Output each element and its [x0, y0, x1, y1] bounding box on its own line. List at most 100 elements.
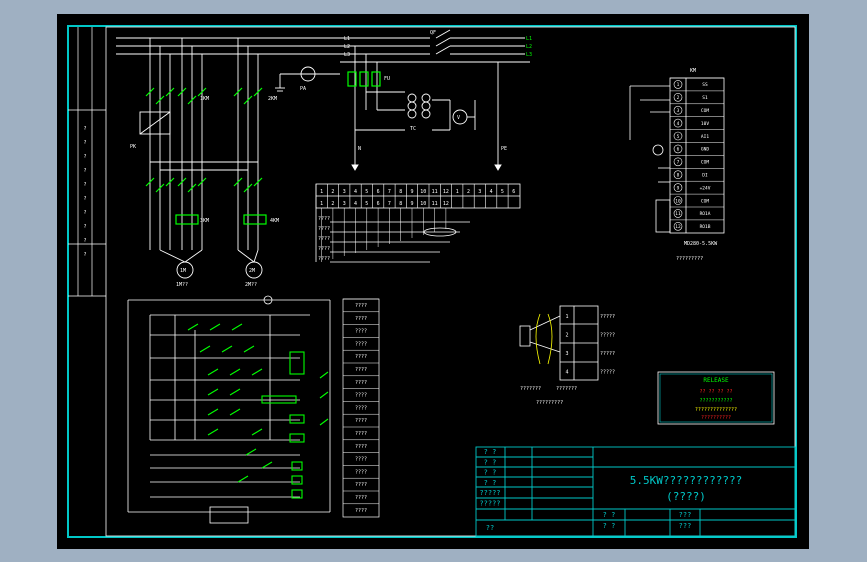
sensor-pin-number: 2: [565, 333, 568, 339]
terminal-bottom-cell: 1: [320, 201, 323, 207]
terminal-top-cell: 1: [456, 189, 459, 195]
margin-mark: ?: [83, 140, 86, 146]
release-line-2: ???????????: [699, 398, 732, 404]
terminal-top-cell: 10: [420, 189, 426, 195]
margin-mark: ?: [83, 168, 86, 174]
inverter-pin-name: DI: [702, 173, 708, 179]
power-circuit: [116, 29, 530, 279]
inverter-caption: ?????????: [676, 256, 703, 262]
sensor-pin-number: 4: [565, 370, 568, 376]
inverter-pin-number: 4: [677, 121, 680, 127]
km4-label: 4KM: [270, 218, 279, 224]
inverter-pin-name: RO1A: [700, 211, 711, 217]
control-list: ????????????????????????????????????????…: [343, 298, 379, 514]
title-left-cell: ?????: [479, 500, 500, 508]
left-margin-strip: [68, 27, 106, 297]
terminal-row-label: ????: [318, 256, 330, 262]
margin-mark: ?: [83, 224, 86, 230]
drawing-inner-border: [105, 26, 796, 537]
pk-label: PK: [130, 144, 136, 150]
margin-mark: ?: [83, 238, 86, 244]
terminal-row-label: ????: [318, 246, 330, 252]
sensor-caption-1: ???????: [520, 386, 541, 392]
margin-mark: ?: [83, 126, 86, 132]
release-line-1: ?? ?? ?? ??: [699, 389, 732, 395]
phase-label-2: L2: [344, 44, 350, 50]
inverter-pin-number: 3: [677, 108, 680, 114]
control-list-item: ????: [355, 457, 367, 463]
motor1-symbol: 1M: [180, 268, 186, 274]
motor2-caption: 2M??: [245, 282, 257, 288]
inverter-pin-name: 10V: [701, 121, 709, 127]
release-line-4: ??????????: [701, 415, 731, 421]
terminal-top-cell: 5: [501, 189, 504, 195]
inverter-pin-name: +24V: [700, 185, 711, 191]
terminal-bottom-cell: 9: [410, 201, 413, 207]
v-label: V: [457, 115, 460, 121]
margin-mark: ?: [83, 210, 86, 216]
drawing-title: 5.5KW????????????: [630, 474, 743, 487]
title-left-cell: ?????: [479, 489, 500, 497]
title-block-frame: [475, 446, 796, 537]
sensor-captions: ??????? ??????? ?????????: [520, 386, 577, 406]
terminal-bottom-cell: 11: [432, 201, 438, 207]
inverter-pin-name: SS: [702, 82, 708, 88]
inverter-pin-number: 10: [675, 198, 681, 204]
title-right-cell: ???: [679, 511, 692, 519]
terminal-row-label: ????: [318, 226, 330, 232]
bus-label-1: L1: [526, 36, 532, 42]
control-list-item: ????: [355, 495, 367, 501]
terminal-top-cell: 4: [490, 189, 493, 195]
sensor-caption-3: ?????????: [536, 400, 563, 406]
contactor-contacts: [145, 71, 381, 225]
motor2-symbol: 2M: [249, 268, 255, 274]
sensor-pins: 1?????2?????3?????4?????: [565, 314, 615, 376]
inverter-pin-name: GND: [701, 147, 709, 153]
inverter-pin-name: COM: [701, 198, 709, 204]
fu-label: FU: [384, 76, 390, 82]
sensor-pin-number: 3: [565, 351, 568, 357]
release-title: RELEASE: [703, 377, 729, 384]
terminal-bottom-cell: 4: [354, 201, 357, 207]
terminal-bottom-cell: 8: [399, 201, 402, 207]
title-left-cell: ? ?: [484, 458, 497, 466]
pe-label: PE: [501, 146, 507, 152]
sensor-block: [519, 305, 599, 381]
control-list-item: ????: [355, 431, 367, 437]
drawing-subtitle: (????): [666, 490, 706, 503]
terminal-row-labels: ????????????????????: [318, 216, 330, 262]
control-list-item: ????: [355, 354, 367, 360]
power-labels: L1 L2 L3 L1 L2 L3 QF PA FU TC V N PE PK …: [130, 30, 532, 288]
terminal-row-label: ????: [318, 236, 330, 242]
sensor-pin-label: ?????: [600, 333, 615, 339]
control-list-item: ????: [355, 380, 367, 386]
terminal-top-cell: 8: [399, 189, 402, 195]
control-contacts: [187, 323, 329, 499]
inverter-pin-number: 1: [677, 82, 680, 88]
title-mid-cell: ? ?: [603, 511, 616, 519]
control-list-item: ????: [355, 341, 367, 347]
inverter-pin-name: S1: [702, 95, 708, 101]
control-list-item: ????: [355, 418, 367, 424]
inverter-pin-number: 7: [677, 160, 680, 166]
terminal-top-cell: 4: [354, 189, 357, 195]
margin-mark: ?: [83, 154, 86, 160]
terminal-row-label: ????: [318, 216, 330, 222]
inverter-model: MD280-5.5KW: [684, 241, 718, 247]
sensor-shield: [535, 313, 553, 365]
km1-label: 1KM: [200, 96, 209, 102]
terminal-top-cell: 2: [331, 189, 334, 195]
inverter-pin-number: 9: [677, 185, 680, 191]
release-line-3: ??????????????: [695, 407, 737, 413]
terminal-top-cell: 2: [467, 189, 470, 195]
qf-label: QF: [430, 30, 436, 36]
terminal-bottom-cell: 10: [420, 201, 426, 207]
title-left-cell: ??: [486, 524, 494, 532]
n-label: N: [358, 146, 361, 152]
sensor-pin-label: ?????: [600, 314, 615, 320]
control-list-item: ????: [355, 444, 367, 450]
